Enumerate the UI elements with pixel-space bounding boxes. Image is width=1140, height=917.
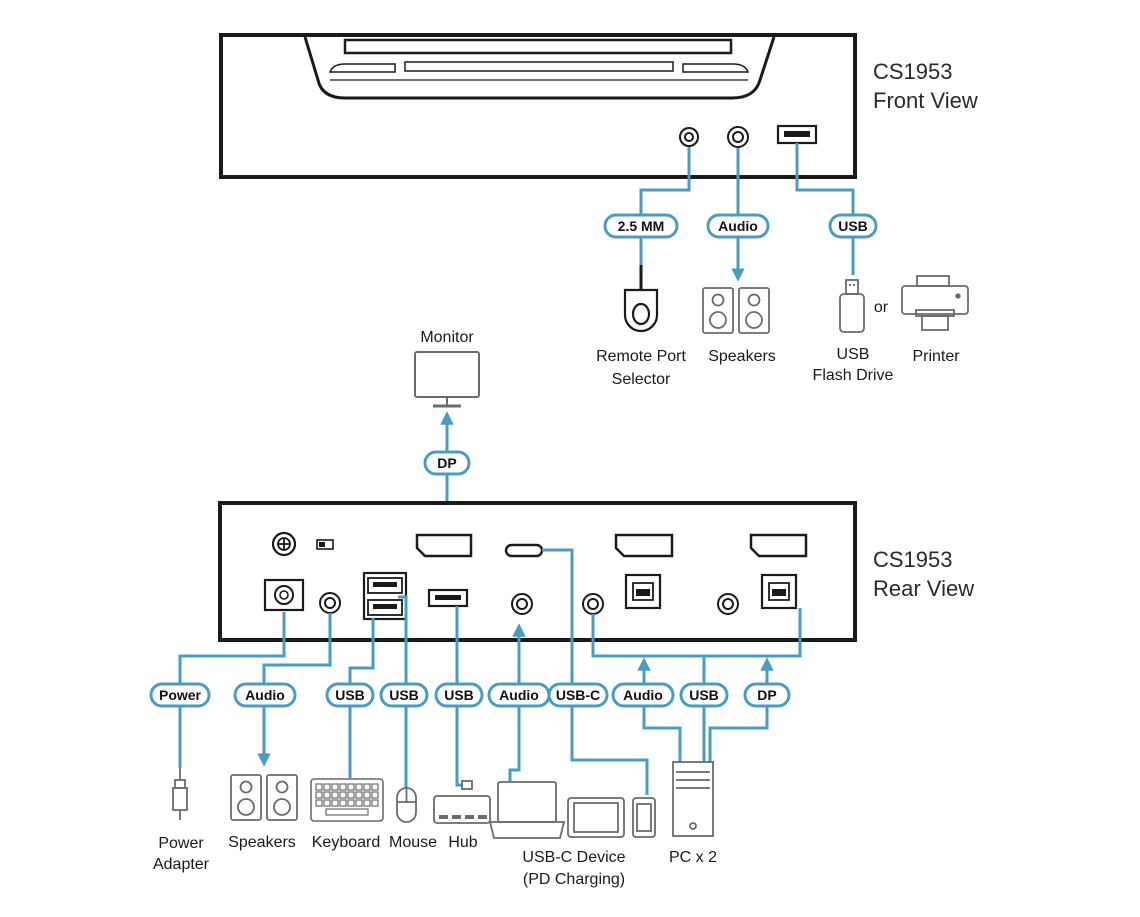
svg-text:USB-C: USB-C bbox=[556, 687, 600, 703]
pill-audio-usbc: Audio bbox=[487, 682, 551, 708]
svg-text:Audio: Audio bbox=[245, 687, 285, 703]
power-adapter-label-line2: Adapter bbox=[153, 856, 210, 873]
front-cables bbox=[639, 143, 855, 282]
phone-icon bbox=[632, 797, 656, 838]
svg-text:USB: USB bbox=[689, 687, 719, 703]
ground-screw-icon bbox=[271, 531, 297, 557]
printer-icon bbox=[901, 275, 969, 331]
pill-usb-mouse: USB bbox=[379, 682, 429, 708]
pill-usbc: USB-C bbox=[547, 682, 609, 708]
rear-speakers-label: Speakers bbox=[228, 834, 296, 851]
printer-label: Printer bbox=[912, 348, 960, 365]
remote-label-line1: Remote Port bbox=[596, 348, 686, 365]
pill-usb-hub: USB bbox=[434, 682, 484, 708]
svg-text:Power: Power bbox=[159, 687, 202, 703]
pill-front-audio: Audio bbox=[706, 213, 770, 239]
monitor-icon bbox=[414, 351, 480, 408]
rear-title-line2: Rear View bbox=[873, 576, 974, 601]
rear-dp-port-2 bbox=[614, 533, 674, 558]
svg-text:2.5 MM: 2.5 MM bbox=[618, 218, 665, 234]
rear-cables bbox=[178, 548, 802, 795]
keyboard-label: Keyboard bbox=[312, 834, 381, 851]
svg-text:USB: USB bbox=[444, 687, 474, 703]
front-unit bbox=[219, 33, 857, 179]
svg-text:USB: USB bbox=[838, 218, 868, 234]
svg-text:USB: USB bbox=[335, 687, 365, 703]
svg-text:Audio: Audio bbox=[623, 687, 663, 703]
rear-usb-port bbox=[427, 588, 469, 608]
pill-monitor-dp: DP bbox=[423, 450, 471, 476]
flash-label-line2: Flash Drive bbox=[813, 367, 894, 384]
hub-label: Hub bbox=[448, 834, 477, 851]
monitor-label: Monitor bbox=[420, 329, 474, 346]
keyboard-icon bbox=[310, 778, 384, 822]
rear-audio-port-pc2 bbox=[717, 593, 739, 615]
pill-pc-dp: DP bbox=[743, 682, 791, 708]
remote-label-line2: Selector bbox=[612, 371, 671, 388]
usb-flash-drive-icon bbox=[839, 279, 865, 333]
usbc-device-label-line1: USB-C Device bbox=[522, 849, 625, 866]
front-audio-port bbox=[727, 126, 749, 148]
power-jack-icon bbox=[263, 578, 305, 612]
flash-label-line1: USB bbox=[837, 346, 870, 363]
rear-audio-port-mid bbox=[511, 593, 533, 615]
rear-speakers-icon bbox=[230, 774, 298, 821]
pill-pc-audio: Audio bbox=[611, 682, 675, 708]
rear-title-line1: CS1953 bbox=[873, 547, 953, 572]
hub-icon bbox=[433, 780, 491, 824]
pill-rear-audio-left: Audio bbox=[233, 682, 297, 708]
laptop-icon bbox=[488, 781, 566, 839]
power-adapter-label-line1: Power bbox=[158, 835, 204, 852]
svg-text:Audio: Audio bbox=[499, 687, 539, 703]
pc-tower-icon bbox=[672, 761, 714, 837]
pc-label: PC x 2 bbox=[669, 849, 717, 866]
svg-text:DP: DP bbox=[757, 687, 776, 703]
usbc-device-label-line2: (PD Charging) bbox=[523, 871, 625, 888]
pill-power: Power bbox=[149, 682, 211, 708]
or-label: or bbox=[874, 299, 889, 316]
rear-dp-port-1 bbox=[415, 533, 473, 558]
rear-unit bbox=[218, 501, 857, 642]
svg-text:Audio: Audio bbox=[718, 218, 758, 234]
pill-25mm: 2.5 MM bbox=[603, 213, 679, 239]
front-title-line2: Front View bbox=[873, 88, 978, 113]
remote-port-selector-icon bbox=[623, 265, 659, 333]
pill-pc-usb: USB bbox=[679, 682, 729, 708]
rear-usb-b-port-2 bbox=[760, 573, 798, 610]
rear-dp-port-3 bbox=[749, 533, 808, 558]
dip-switch-icon bbox=[316, 539, 334, 550]
svg-text:USB: USB bbox=[389, 687, 419, 703]
front-25mm-port bbox=[679, 127, 699, 147]
pill-usb-keyboard: USB bbox=[325, 682, 375, 708]
pill-front-usb: USB bbox=[828, 213, 878, 239]
svg-text:DP: DP bbox=[437, 455, 456, 471]
tablet-icon bbox=[567, 797, 625, 838]
mouse-label: Mouse bbox=[389, 834, 437, 851]
mouse-icon bbox=[396, 787, 417, 823]
front-speakers-label: Speakers bbox=[708, 348, 776, 365]
front-title-line1: CS1953 bbox=[873, 59, 953, 84]
power-adapter-icon bbox=[172, 768, 188, 820]
front-speakers-icon bbox=[702, 287, 770, 334]
rear-usb-b-port-1 bbox=[624, 573, 662, 610]
